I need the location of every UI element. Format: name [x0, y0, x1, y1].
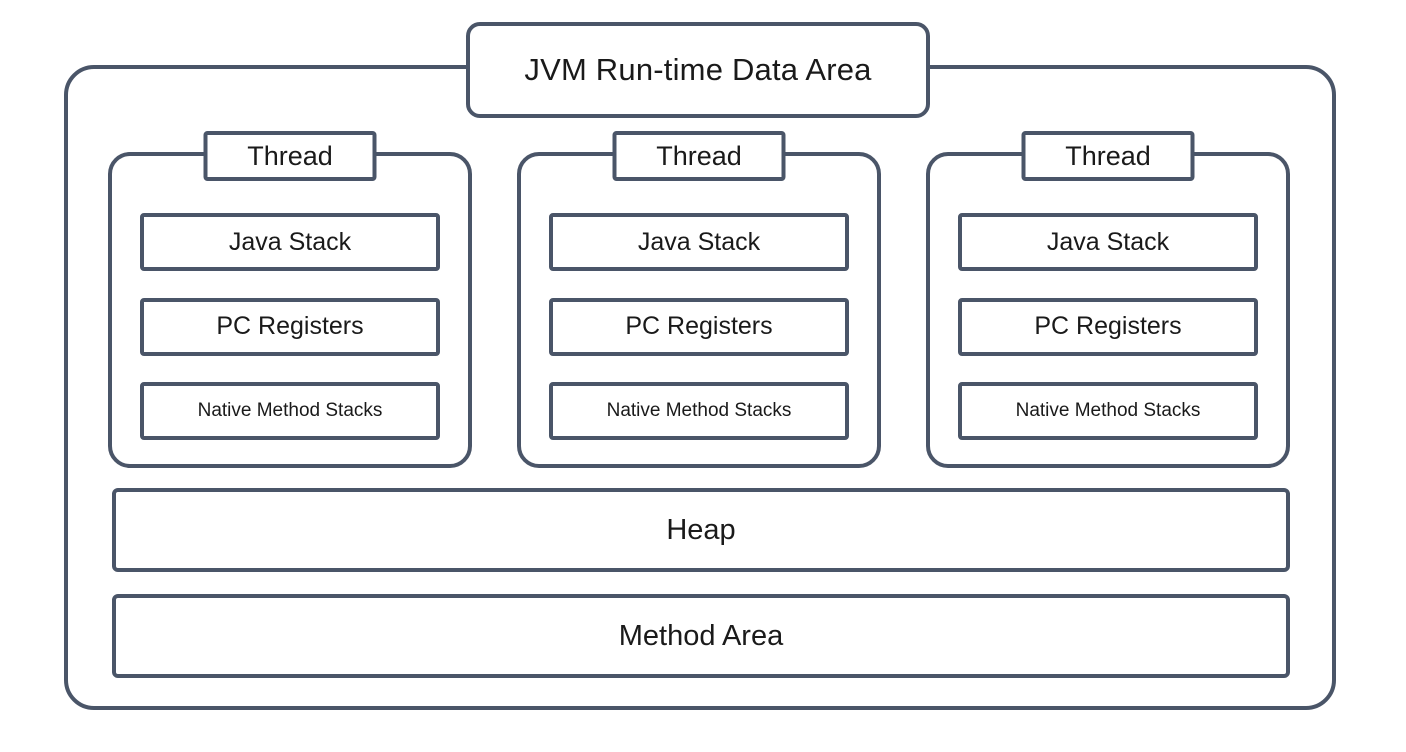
pc-registers-box-1: PC Registers — [140, 297, 440, 356]
thread-panel-2: Thread Java Stack PC Registers Native Me… — [517, 131, 881, 468]
thread-panel-1: Thread Java Stack PC Registers Native Me… — [108, 131, 472, 468]
thread-regions-3: Java Stack PC Registers Native Method St… — [958, 213, 1258, 440]
method-area-label: Method Area — [618, 619, 784, 652]
heap-box: Heap — [112, 488, 1290, 572]
native-method-stacks-box-3: Native Method Stacks — [958, 382, 1258, 440]
java-stack-box-2: Java Stack — [549, 213, 849, 271]
pc-registers-label-1: PC Registers — [216, 312, 364, 340]
native-method-stacks-label-3: Native Method Stacks — [1015, 400, 1201, 421]
native-method-stacks-box-2: Native Method Stacks — [549, 382, 849, 440]
thread-row: Thread Java Stack PC Registers Native Me… — [108, 131, 1290, 468]
thread-label-2: Thread — [656, 140, 742, 171]
thread-label-box-2: Thread — [612, 131, 786, 181]
native-method-stacks-label-2: Native Method Stacks — [606, 400, 792, 421]
java-stack-label-3: Java Stack — [1046, 227, 1170, 256]
java-stack-label-2: Java Stack — [637, 227, 761, 256]
pc-registers-box-3: PC Registers — [958, 297, 1258, 356]
thread-label-box-3: Thread — [1021, 131, 1195, 181]
native-method-stacks-label-1: Native Method Stacks — [197, 400, 383, 421]
java-stack-label-1: Java Stack — [228, 227, 352, 256]
thread-regions-2: Java Stack PC Registers Native Method St… — [549, 213, 849, 440]
thread-panel-3: Thread Java Stack PC Registers Native Me… — [926, 131, 1290, 468]
heap-label: Heap — [666, 513, 736, 546]
pc-registers-label-2: PC Registers — [625, 312, 773, 340]
thread-label-1: Thread — [247, 140, 333, 171]
method-area-box: Method Area — [112, 594, 1290, 678]
thread-label-box-1: Thread — [203, 131, 377, 181]
diagram-title-box: JVM Run-time Data Area — [466, 22, 930, 118]
java-stack-box-3: Java Stack — [958, 213, 1258, 271]
thread-regions-1: Java Stack PC Registers Native Method St… — [140, 213, 440, 440]
diagram-title-label: JVM Run-time Data Area — [524, 52, 872, 87]
pc-registers-label-3: PC Registers — [1034, 312, 1182, 340]
java-stack-box-1: Java Stack — [140, 213, 440, 271]
thread-label-3: Thread — [1065, 140, 1151, 171]
pc-registers-box-2: PC Registers — [549, 297, 849, 356]
native-method-stacks-box-1: Native Method Stacks — [140, 382, 440, 440]
